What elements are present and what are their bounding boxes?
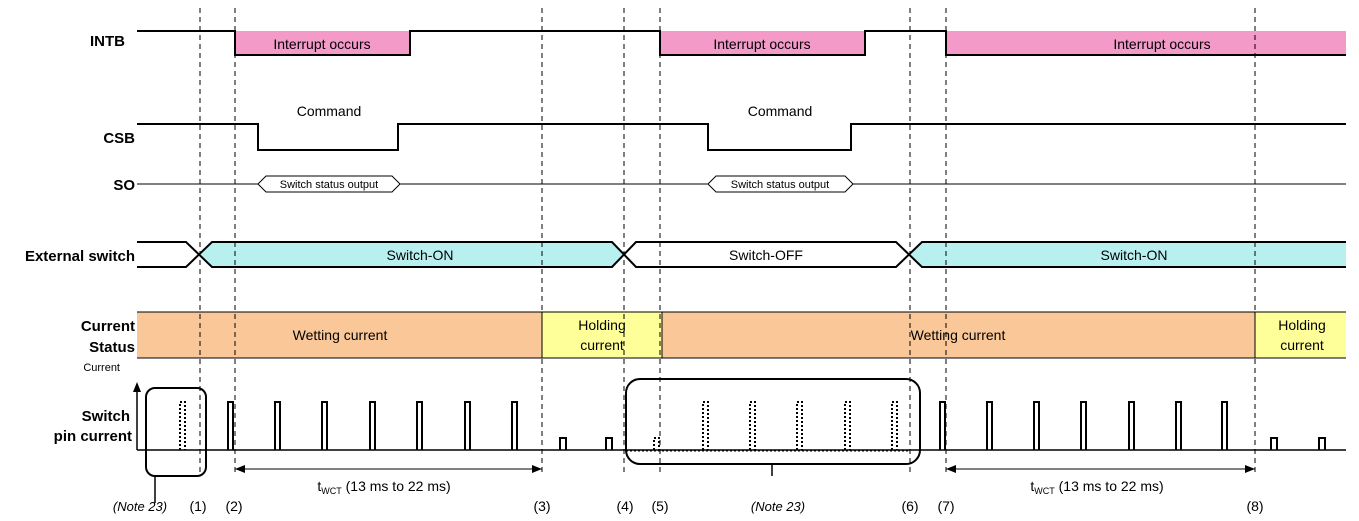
intb-waveform: Interrupt occurs Interrupt occurs Interr… bbox=[137, 30, 1346, 56]
switch-pin-label-line1: Switch bbox=[82, 408, 130, 425]
marker-6: (6) bbox=[901, 498, 918, 514]
holding-label-2-line2: current bbox=[1280, 337, 1324, 353]
wetting-label-2: Wetting current bbox=[911, 327, 1006, 343]
interrupt-label-3: Interrupt occurs bbox=[1113, 36, 1210, 52]
holding-region-1 bbox=[542, 312, 662, 358]
marker-5: (5) bbox=[651, 498, 668, 514]
csb-label: CSB bbox=[103, 130, 135, 147]
wetting-region-1 bbox=[137, 312, 542, 358]
marker-4: (4) bbox=[616, 498, 633, 514]
interrupt-label-2: Interrupt occurs bbox=[713, 36, 810, 52]
holding-label-1-line1: Holding bbox=[578, 317, 625, 333]
note-label-1: (Note 23) bbox=[113, 499, 167, 514]
switch-state-label-1: Switch-ON bbox=[387, 247, 454, 263]
marker-7: (7) bbox=[937, 498, 954, 514]
current-status-label-line2: Status bbox=[89, 339, 135, 356]
interrupt-label-1: Interrupt occurs bbox=[273, 36, 370, 52]
twct-label-2: tWCT (13 ms to 22 ms) bbox=[1030, 478, 1163, 496]
switch-on-region-2 bbox=[910, 242, 1346, 267]
command-label-2: Command bbox=[748, 103, 813, 119]
so-label: SO bbox=[113, 177, 135, 194]
note-box-2 bbox=[625, 378, 921, 465]
so-output-label-2: Switch status output bbox=[731, 179, 829, 191]
switch-on-region-1 bbox=[200, 242, 624, 267]
wetting-label-1: Wetting current bbox=[293, 327, 388, 343]
marker-lines bbox=[199, 8, 1256, 474]
marker-2: (2) bbox=[225, 498, 242, 514]
marker-3: (3) bbox=[533, 498, 550, 514]
current-status-row: Wetting current Holding current Wetting … bbox=[137, 311, 1346, 359]
command-label-1: Command bbox=[297, 103, 362, 119]
so-waveform: Switch status output Switch status outpu… bbox=[137, 175, 1346, 193]
interrupt-region-2 bbox=[660, 31, 865, 55]
current-status-label-line1: Current bbox=[81, 318, 135, 335]
switch-state-label-2: Switch-OFF bbox=[729, 247, 803, 263]
marker-8: (8) bbox=[1246, 498, 1263, 514]
current-axis-label: Current bbox=[83, 362, 120, 374]
switch-pin-label-line2: pin current bbox=[54, 428, 132, 445]
external-switch-waveform: Switch-ON Switch-OFF Switch-ON bbox=[137, 241, 1346, 268]
note-label-2: (Note 23) bbox=[751, 499, 805, 514]
external-switch-label: External switch bbox=[25, 248, 135, 265]
interrupt-region-3 bbox=[946, 31, 1346, 55]
note-box-1 bbox=[145, 387, 207, 477]
so-output-label-1: Switch status output bbox=[280, 179, 378, 191]
holding-region-2 bbox=[1255, 312, 1346, 358]
twct-label-1: tWCT (13 ms to 22 ms) bbox=[317, 478, 450, 496]
csb-waveform: Command Command bbox=[137, 103, 1346, 151]
holding-label-1-line2: current bbox=[580, 337, 624, 353]
switch-pin-current-waveform bbox=[133, 378, 1346, 503]
holding-label-2-line1: Holding bbox=[1278, 317, 1325, 333]
twct-arrow-2: tWCT (13 ms to 22 ms) bbox=[946, 465, 1255, 496]
twct-arrow-1: tWCT (13 ms to 22 ms) bbox=[235, 465, 542, 496]
marker-1: (1) bbox=[189, 498, 206, 514]
switch-state-label-3: Switch-ON bbox=[1101, 247, 1168, 263]
interrupt-region-1 bbox=[235, 31, 410, 55]
wetting-region-2 bbox=[662, 312, 1255, 358]
marker-labels: (1) (2) (3) (4) (5) (6) (7) (8) bbox=[189, 498, 1263, 514]
intb-label: INTB bbox=[90, 33, 125, 50]
